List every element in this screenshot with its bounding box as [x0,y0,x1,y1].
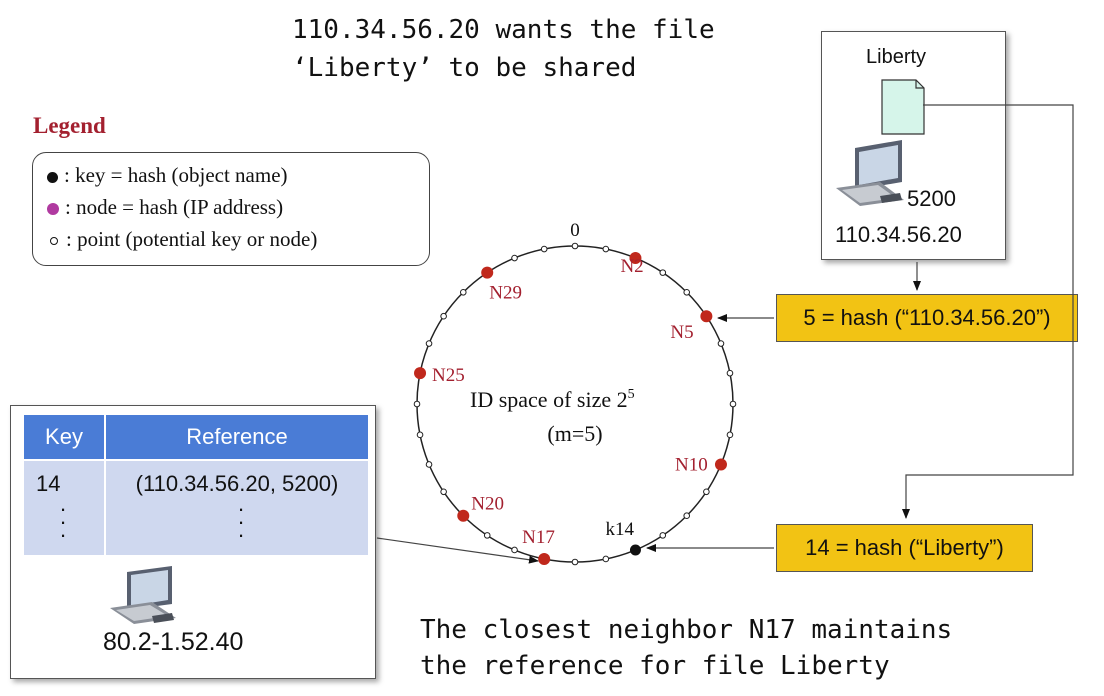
node-dot-n2 [629,252,642,265]
host-computer-icon [836,140,904,206]
node-label-n29: N29 [489,283,522,304]
table-cell-reference-ellipsis: . . . [237,491,245,542]
host-box [821,31,1006,260]
file-icon [881,79,925,135]
ring-point [571,242,579,250]
ring-point [540,245,548,253]
ring-points [413,242,737,566]
table-header-reference: Reference [104,415,368,460]
host-port-label: 5200 [907,186,956,211]
ring-point [729,400,737,408]
legend-item-key-label: : key = hash (object name) [64,163,288,187]
ring-point [703,488,710,496]
table-cell-key-value: 14 [36,471,61,496]
node-dot-icon [47,203,59,216]
node-label-n20: N20 [471,494,504,515]
file-to-hash-arrow [902,104,1074,519]
node-computer-icon [110,566,176,624]
table-cell-reference-value: (110.34.56.20, 5200) [135,471,339,496]
ring-point [602,555,610,563]
table-header-row: Key Reference [24,415,368,460]
table-header-key: Key [24,415,105,460]
ring-point [511,546,518,554]
key-dot-k14 [629,544,641,556]
key-label-k14: k14 [605,519,634,540]
table-to-n17-arrow [376,537,539,564]
legend-item-point: : point (potential key or node) [47,227,317,252]
ring-point [440,312,447,320]
ring-point [659,269,667,276]
node-label-n2: N2 [620,256,643,277]
table-cell-key: 14 . . . [24,459,105,555]
ring-point [659,532,667,539]
ring-point [511,254,518,262]
node-label-n17: N17 [522,527,555,548]
ring-point [425,461,433,468]
point-dot-icon [50,237,58,246]
ring-point [571,558,579,566]
table-cell-key-ellipsis: . . . [60,491,67,542]
caption-line-1: The closest neighbor N17 maintains [420,615,953,645]
ring-point [683,288,691,296]
file-name-label: Liberty [866,46,927,68]
ring-point [726,369,734,377]
node-dot-n25 [414,367,427,380]
ring-point [602,245,610,253]
node-dot-n10 [714,458,727,471]
node-dot-n5 [700,310,713,323]
node-dot-n17 [538,552,551,565]
legend-item-node-label: : node = hash (IP address) [65,195,284,219]
ring-point [413,400,421,408]
ring-point [416,431,424,439]
table-row: 14 . . . (110.34.56.20, 5200) . . . [24,459,368,555]
node-label-n25: N25 [432,365,465,386]
ring-zero-label: 0 [570,220,580,241]
node-ip-label: 80.2-1.52.40 [103,628,244,656]
legend-item-point-label: : point (potential key or node) [66,227,318,251]
ring-point [483,532,491,539]
hash-file-box: 14 = hash (“Liberty”) [776,524,1033,572]
ring-center-line-2: (m=5) [547,421,602,446]
title-line-1: 110.34.56.20 wants the file [292,15,715,45]
node-dot-n29 [481,266,494,279]
ring-point [683,512,691,520]
table-cell-reference: (110.34.56.20, 5200) . . . [104,459,368,555]
node-dot-n20 [457,509,470,522]
legend-title: Legend [33,113,106,138]
hash-ip-box: 5 = hash (“110.34.56.20”) [776,294,1078,342]
key-dot-icon [47,171,58,183]
title-line-2: ‘Liberty’ to be shared [292,53,637,83]
reference-table: Key Reference 14 . . . (110.34.56.20, 52… [24,415,368,555]
legend-item-key: : key = hash (object name) [47,163,288,188]
legend-item-node: : node = hash (IP address) [47,195,283,220]
ring-point [440,488,447,496]
ring-point [459,288,467,296]
ring-center-line-1: ID space of size 25 [470,387,635,412]
host-ip-label: 110.34.56.20 [835,222,962,247]
node-label-n10: N10 [675,454,708,475]
ring-point [717,340,725,347]
ring-point [726,431,734,439]
ring-center-exponent: 5 [628,387,635,402]
caption-line-2: the reference for file Liberty [420,651,890,681]
node-label-n5: N5 [670,322,693,343]
ring-point [425,340,433,347]
legend-box: : key = hash (object name) : node = hash… [32,152,430,266]
